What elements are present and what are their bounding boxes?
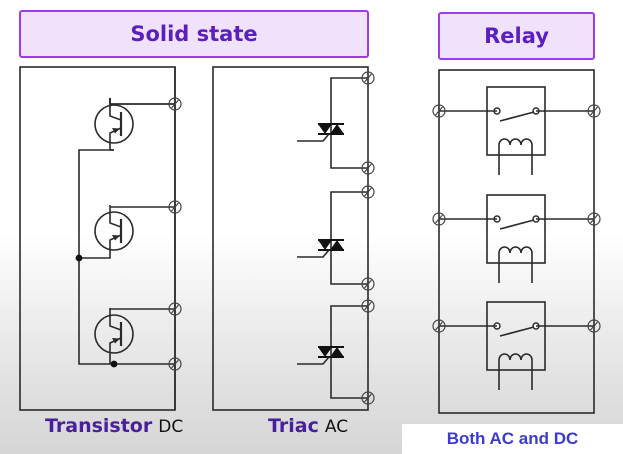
relay-caption: Both AC and DC	[402, 424, 623, 454]
transistor-panel	[19, 66, 182, 411]
triac-label: Triac	[268, 415, 319, 437]
triac-1	[296, 77, 368, 169]
transistor-3	[93, 306, 175, 368]
relay-label: Both AC and DC	[446, 429, 579, 448]
transistor-1	[93, 96, 175, 152]
relay-panel-frame	[438, 69, 595, 414]
relay-header-label: Relay	[484, 24, 549, 48]
relay-2	[439, 194, 594, 284]
relay-1	[439, 86, 594, 176]
triac-2	[296, 191, 368, 285]
junction-dot	[75, 254, 83, 262]
relay-panel	[432, 69, 601, 414]
relay-3	[439, 301, 594, 391]
transistor-caption: Transistor DC	[45, 415, 183, 437]
triac-panel	[212, 66, 375, 411]
transistor-label: Transistor	[45, 415, 153, 437]
junction-dot	[110, 360, 118, 368]
triac-current-type: AC	[324, 417, 349, 437]
relay-header: Relay	[438, 12, 595, 60]
triac-panel-frame	[212, 66, 369, 411]
solid-state-header: Solid state	[19, 10, 369, 58]
transistor-current-type: DC	[158, 417, 184, 437]
triac-3	[296, 305, 368, 399]
triac-caption: Triac AC	[268, 415, 348, 437]
solid-state-header-label: Solid state	[130, 22, 258, 46]
transistor-panel-frame	[19, 66, 176, 411]
transistor-2	[75, 203, 175, 262]
